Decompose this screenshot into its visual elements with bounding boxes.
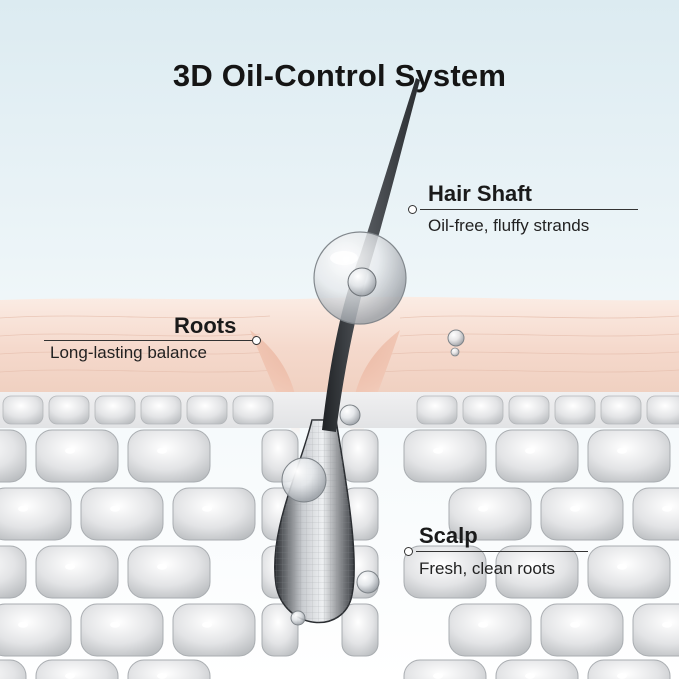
cell-highlight <box>110 621 120 628</box>
scalp-cell <box>35 429 119 483</box>
basement-cell <box>186 395 228 425</box>
cell-highlight <box>525 447 535 454</box>
basement-cell <box>646 395 679 425</box>
scalp-cell <box>341 603 379 657</box>
scalp-cell <box>495 429 579 483</box>
scalp-cell <box>0 659 27 679</box>
cell-highlight <box>157 447 167 454</box>
scalp-cell <box>632 603 679 657</box>
cell-highlight <box>433 447 443 454</box>
scalp-cell <box>540 487 624 541</box>
cell-highlight <box>157 673 167 679</box>
scalp-cell <box>127 545 211 599</box>
cell-highlight <box>617 673 627 679</box>
scalp-cell <box>495 545 579 599</box>
scalp-cell <box>495 659 579 679</box>
scalp-cell <box>0 545 27 599</box>
scalp-marker-icon <box>404 547 413 556</box>
basement-cell <box>508 395 550 425</box>
hair-shaft-marker-icon <box>408 205 417 214</box>
hair-shaft-description: Oil-free, fluffy strands <box>428 216 590 235</box>
scalp-description: Fresh, clean roots <box>419 559 556 578</box>
cell-highlight <box>65 447 75 454</box>
cell-highlight <box>433 673 443 679</box>
cell-highlight <box>65 563 75 570</box>
scalp-cell <box>127 429 211 483</box>
scalp-cell <box>35 659 119 679</box>
basement-cell <box>416 395 458 425</box>
roots-rule <box>44 340 252 341</box>
scalp-cell <box>0 603 72 657</box>
scalp-cell <box>127 659 211 679</box>
cell-highlight <box>478 505 488 512</box>
scalp-cell <box>35 545 119 599</box>
basement-cell <box>462 395 504 425</box>
roots-label: Roots <box>174 313 237 338</box>
cell-highlight <box>662 505 672 512</box>
scalp-cell <box>0 487 72 541</box>
basement-cell <box>140 395 182 425</box>
cell-highlight <box>525 673 535 679</box>
scalp-cell <box>341 429 379 483</box>
basement-cell <box>2 395 44 425</box>
basement-cell <box>600 395 642 425</box>
scalp-cell <box>540 603 624 657</box>
cell-highlight <box>570 505 580 512</box>
basement-cell <box>554 395 596 425</box>
cell-highlight <box>662 621 672 628</box>
scalp-cell <box>587 659 671 679</box>
scalp-cell <box>448 487 532 541</box>
cell-highlight <box>617 563 627 570</box>
basement-cell <box>94 395 136 425</box>
basement-cell <box>232 395 274 425</box>
scalp-cell <box>403 659 487 679</box>
cell-highlight <box>202 621 212 628</box>
cell-highlight <box>65 673 75 679</box>
scalp-cell <box>587 545 671 599</box>
scalp-cell <box>80 603 164 657</box>
hair-shaft-label: Hair Shaft <box>428 181 532 206</box>
cell-highlight <box>433 563 443 570</box>
roots-marker-icon <box>252 336 261 345</box>
cell-highlight <box>110 505 120 512</box>
scalp-cell <box>403 545 487 599</box>
hair-bulb <box>274 419 355 624</box>
scalp-cell <box>0 429 27 483</box>
scalp-cell <box>632 487 679 541</box>
cell-highlight <box>18 621 28 628</box>
hair-shaft-rule <box>420 209 638 210</box>
skin-texture <box>0 315 679 373</box>
scalp-cell <box>587 429 671 483</box>
cell-highlight <box>478 621 488 628</box>
cell-highlight <box>202 505 212 512</box>
scalp-cell <box>172 487 256 541</box>
cell-highlight <box>570 621 580 628</box>
basement-cell <box>48 395 90 425</box>
scalp-cell <box>403 429 487 483</box>
scalp-cell <box>80 487 164 541</box>
roots-description: Long-lasting balance <box>50 343 207 362</box>
cell-highlight <box>525 563 535 570</box>
scalp-rule <box>416 551 588 552</box>
oil-bubbles <box>281 231 465 626</box>
scalp-cell <box>172 603 256 657</box>
scalp-label: Scalp <box>419 523 478 548</box>
page-title: 3D Oil-Control System <box>172 58 507 93</box>
bubble-medium <box>281 457 327 503</box>
cell-highlight <box>18 505 28 512</box>
scalp-cell <box>261 603 299 657</box>
scalp-cell <box>448 603 532 657</box>
cell-highlight <box>617 447 627 454</box>
cell-highlight <box>157 563 167 570</box>
